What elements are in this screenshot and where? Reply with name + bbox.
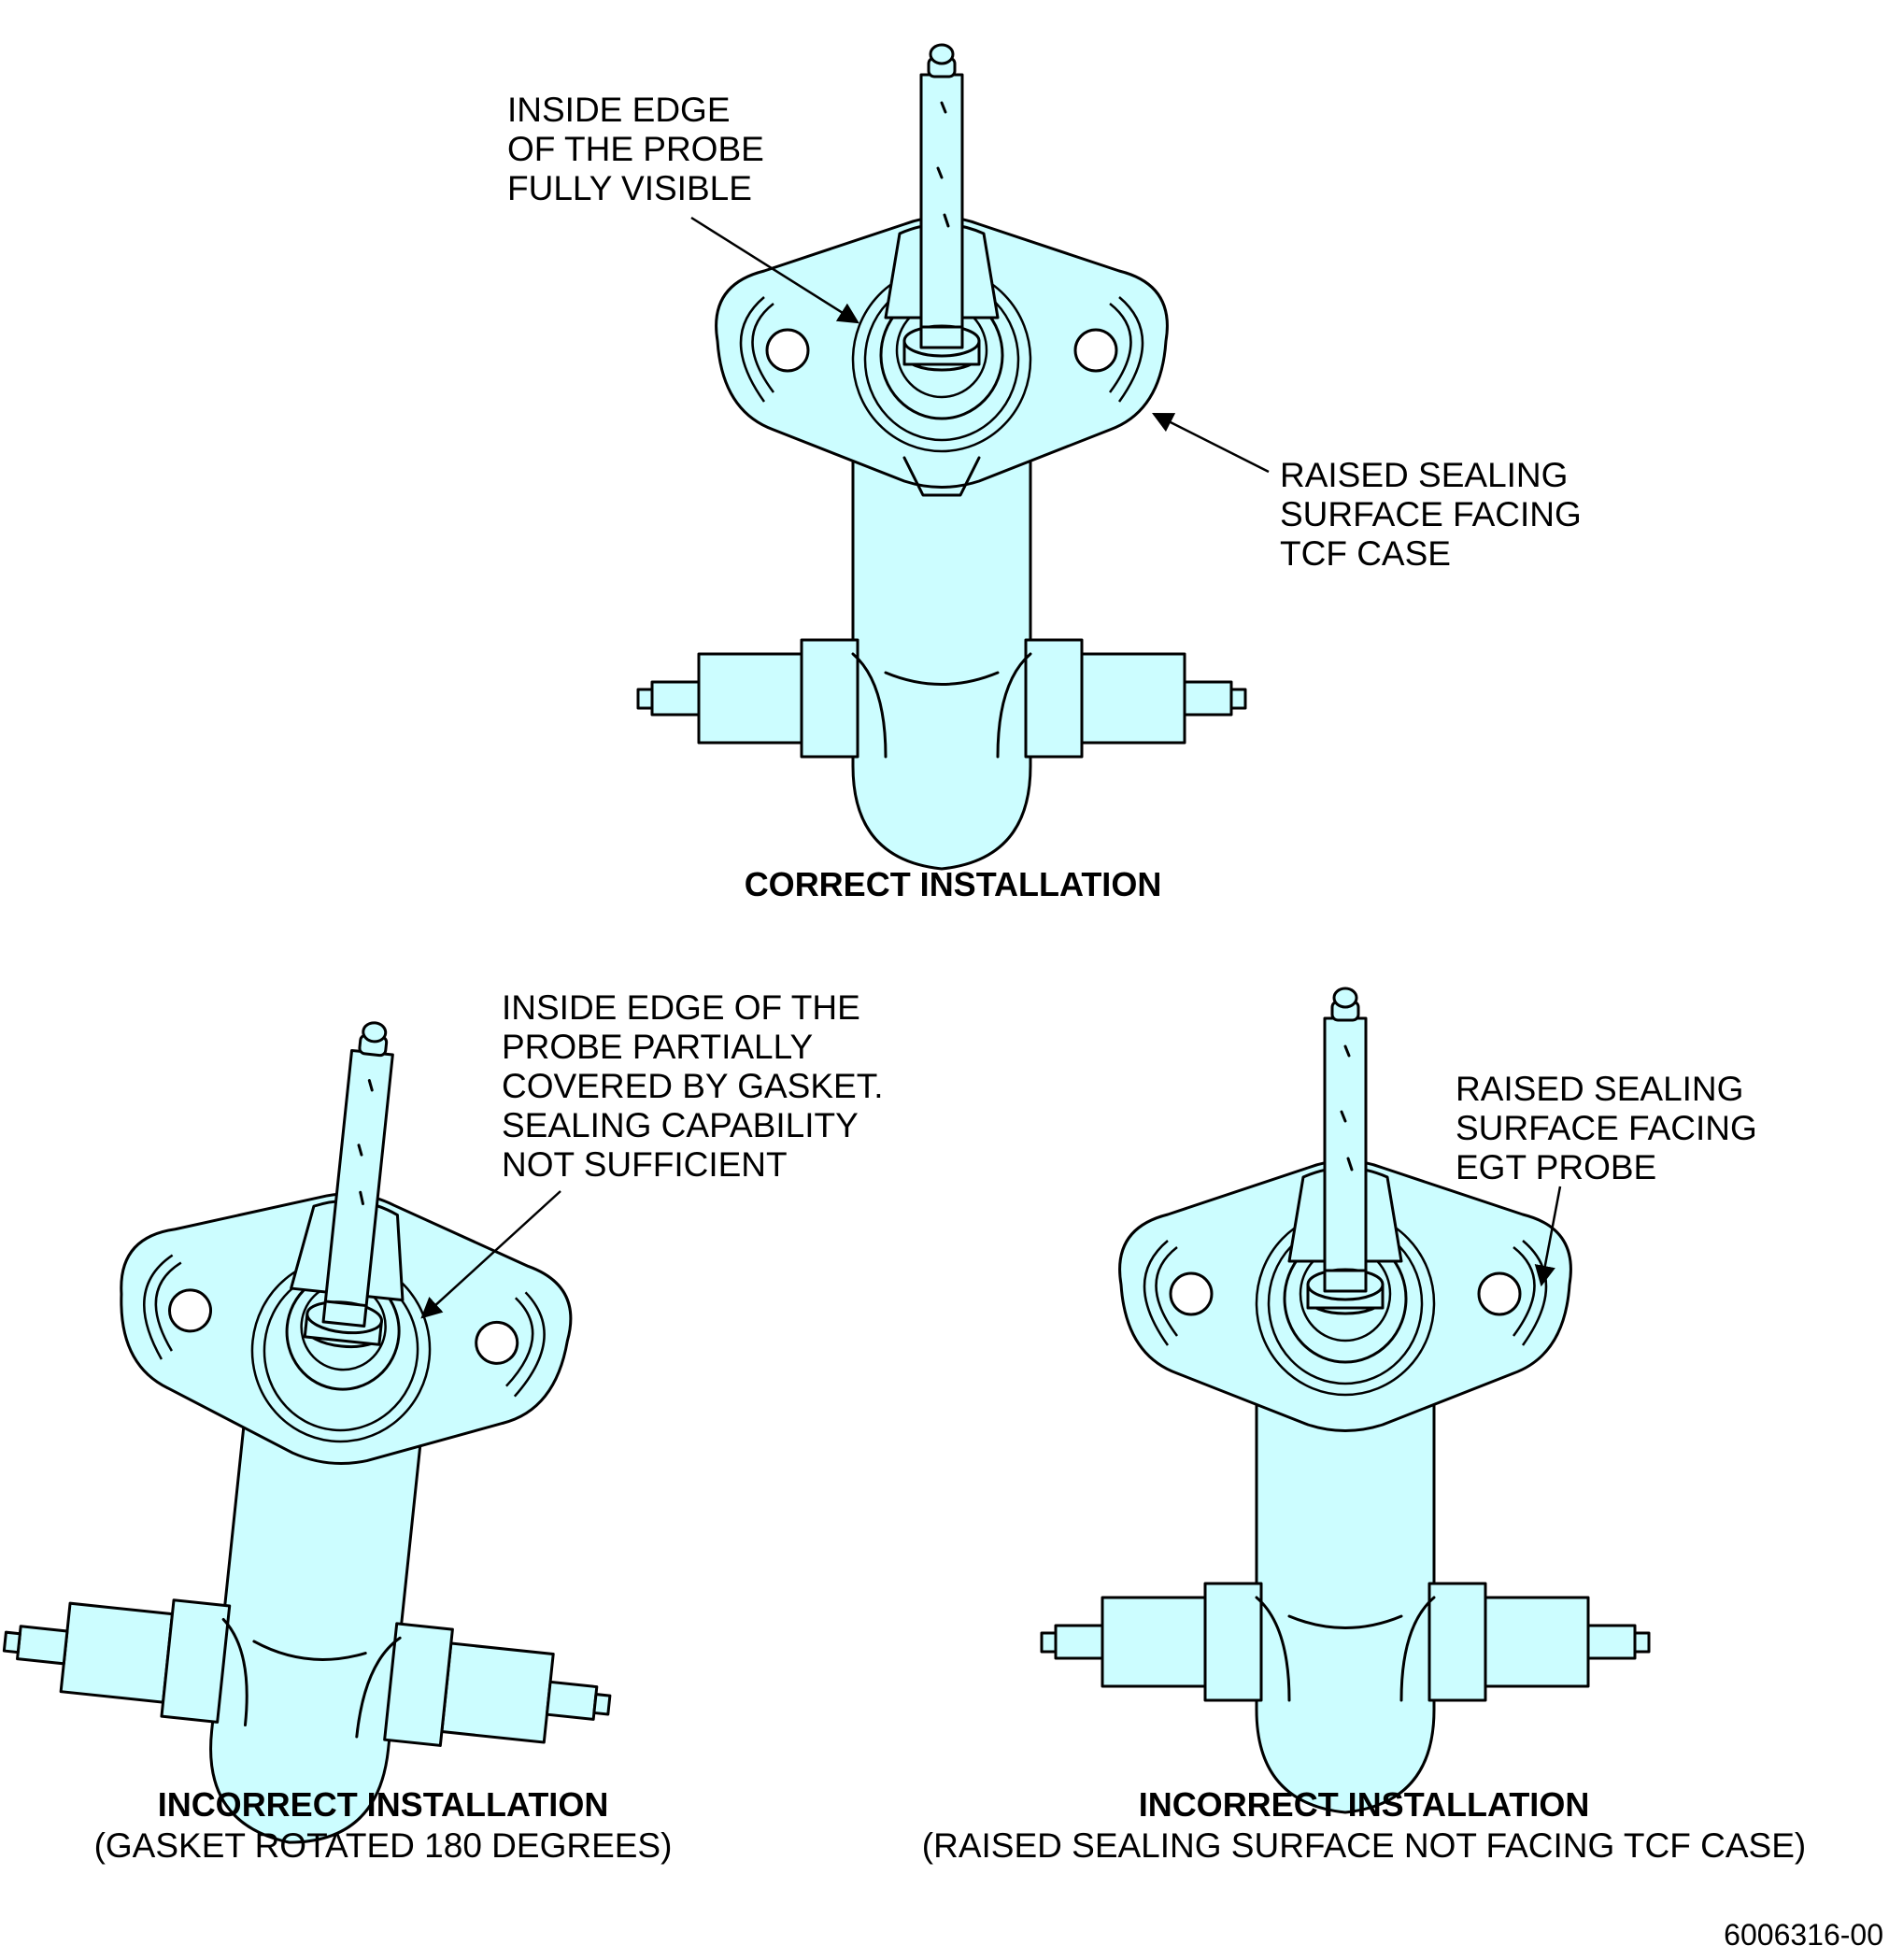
callout-correct-inside-edge: INSIDE EDGE OF THE PROBE FULLY VISIBLE: [507, 91, 764, 208]
probe-correct: [636, 43, 1247, 871]
caption-subtitle: (RAISED SEALING SURFACE NOT FACING TCF C…: [921, 1826, 1807, 1865]
caption-incorrect-rotated: INCORRECT INSTALLATION (GASKET ROTATED 1…: [19, 1784, 747, 1867]
leader-egt: [1534, 1186, 1562, 1287]
caption-title: INCORRECT INSTALLATION: [157, 1785, 609, 1824]
callout-line: INSIDE EDGE OF THE: [502, 988, 860, 1027]
callout-line: RAISED SEALING: [1280, 456, 1569, 494]
callout-line: SURFACE FACING: [1280, 495, 1582, 533]
callout-line: RAISED SEALING: [1456, 1070, 1744, 1108]
probe-incorrect-rotated: [0, 1016, 636, 1876]
caption-incorrect-facing: INCORRECT INSTALLATION (RAISED SEALING S…: [897, 1784, 1831, 1867]
caption-subtitle: (GASKET ROTATED 180 DEGREES): [93, 1826, 673, 1865]
callout-line: SEALING CAPABILITY: [502, 1106, 859, 1144]
leader-correct-inside-edge: [690, 216, 859, 324]
leader-rotated: [420, 1190, 561, 1319]
callout-line: INSIDE EDGE: [507, 91, 731, 129]
probe-incorrect-facing: [1040, 987, 1651, 1814]
callout-line: COVERED BY GASKET.: [502, 1067, 884, 1105]
callout-line: OF THE PROBE: [507, 130, 764, 168]
callout-correct-raised-surface: RAISED SEALING SURFACE FACING TCF CASE: [1280, 456, 1582, 574]
leader-correct-raised: [1151, 412, 1270, 474]
callout-line: NOT SUFFICIENT: [502, 1145, 788, 1184]
figure-number: 6006316-00: [1724, 1918, 1883, 1952]
callout-line: TCF CASE: [1280, 534, 1451, 573]
callout-raised-surface-egt: RAISED SEALING SURFACE FACING EGT PROBE: [1456, 1070, 1757, 1187]
caption-title: INCORRECT INSTALLATION: [1138, 1785, 1590, 1824]
callout-line: SURFACE FACING: [1456, 1109, 1757, 1147]
callout-line: FULLY VISIBLE: [507, 169, 752, 207]
caption-correct: CORRECT INSTALLATION: [579, 864, 1327, 905]
callout-gasket-rotated: INSIDE EDGE OF THE PROBE PARTIALLY COVER…: [502, 988, 884, 1185]
callout-line: PROBE PARTIALLY: [502, 1028, 814, 1066]
caption-title: CORRECT INSTALLATION: [744, 865, 1162, 903]
callout-line: EGT PROBE: [1456, 1148, 1657, 1186]
